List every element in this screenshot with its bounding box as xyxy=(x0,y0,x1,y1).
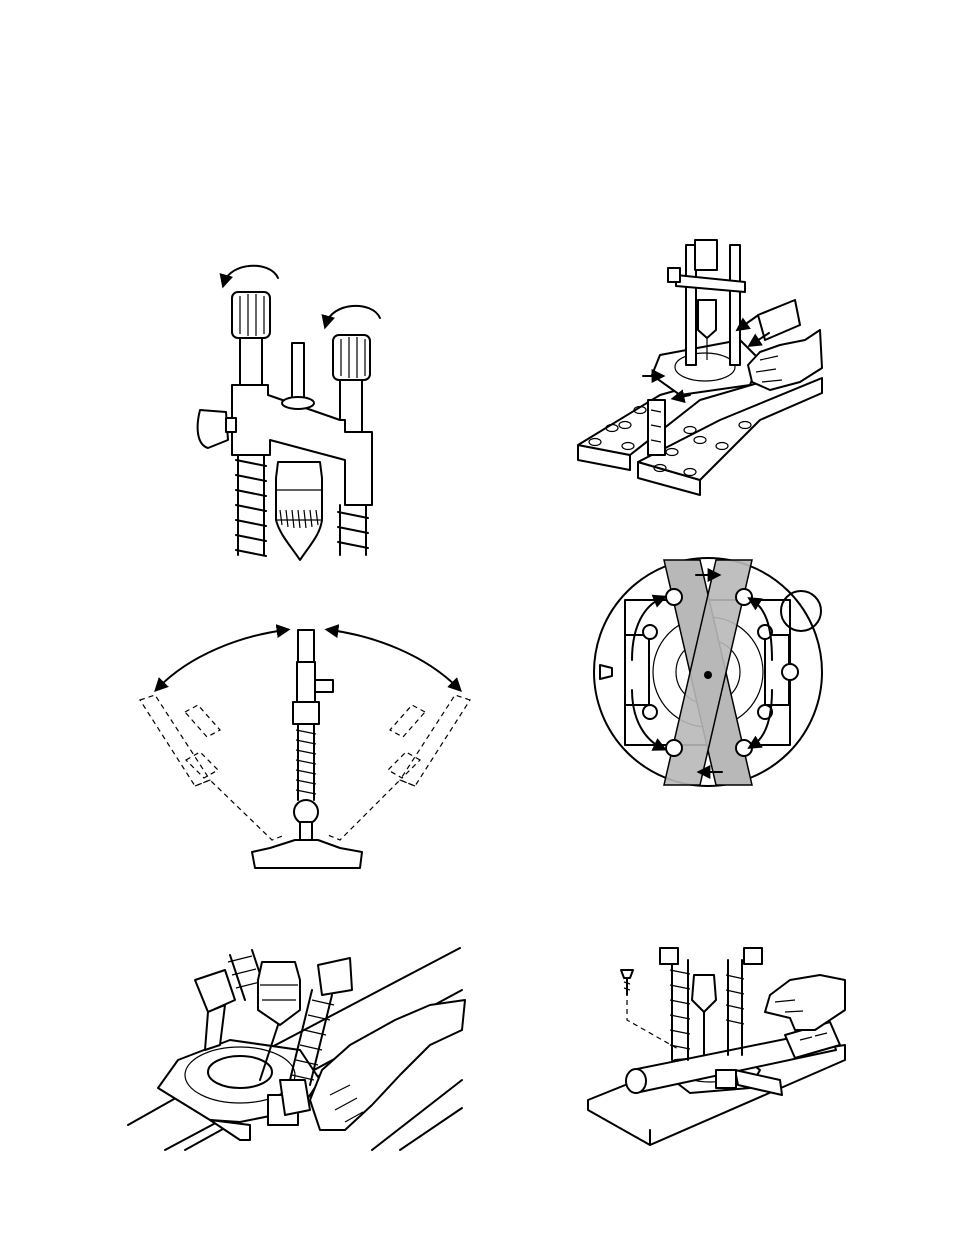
figure-angled-drilling xyxy=(128,948,465,1150)
tilt-arrow-icon xyxy=(158,630,285,688)
figure-board-clamping xyxy=(578,240,822,495)
stand-base xyxy=(252,840,362,868)
hand-icon xyxy=(310,1000,465,1130)
figure-base-plate-top xyxy=(594,558,822,786)
hand-icon xyxy=(765,975,845,1030)
drill-chuck xyxy=(276,462,322,560)
clamp-knob[interactable] xyxy=(198,410,228,448)
rotate-arrow-icon xyxy=(326,306,380,324)
rotate-arrow-icon xyxy=(224,266,278,283)
figure-tilt-range xyxy=(140,630,470,868)
press-arrow-icon xyxy=(740,316,757,328)
tilt-arrow-icon xyxy=(330,630,458,688)
figure-column-caps xyxy=(198,266,380,560)
figure-pipe-drilling xyxy=(588,948,845,1145)
